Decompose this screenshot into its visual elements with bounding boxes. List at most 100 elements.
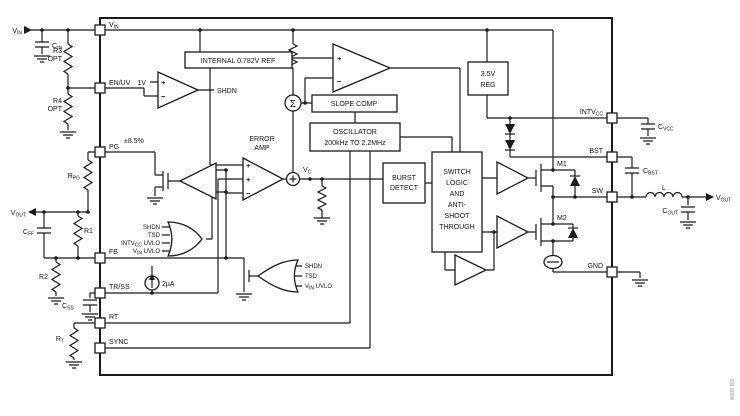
- pin-label-fb: FB: [109, 249, 118, 256]
- sigma-node: [284, 94, 302, 112]
- block-label-reg-2: REG: [480, 82, 495, 89]
- label-m2: M2: [557, 215, 567, 222]
- label-fault2-vin-uvlo: VIN UVLO: [305, 284, 332, 291]
- label-tolerance: ±8.5%: [124, 138, 144, 145]
- label-1v: 1V: [137, 80, 146, 87]
- label-r3: R3: [53, 48, 62, 55]
- label-vout-left: VOUT: [11, 210, 26, 219]
- label-m1: M1: [557, 161, 567, 168]
- pin-label-vin: VIN: [109, 22, 119, 31]
- pin-rt: [94, 317, 106, 329]
- pin-label-sw: SW: [592, 188, 604, 195]
- resistor-r3: [62, 43, 74, 75]
- pin-label-rt: RT: [109, 314, 119, 321]
- label-fault1-shdn: SHDN: [143, 225, 160, 231]
- en-comp-minus: −: [161, 92, 166, 101]
- figure-watermark: 8609 BD: [730, 379, 736, 400]
- label-cff: CFF: [23, 229, 34, 238]
- current-source-2ua: [144, 274, 160, 291]
- label-fault1-intvcc-uvlo: INTVCC UVLO: [121, 241, 160, 248]
- ground-symbols: [34, 55, 696, 369]
- pin-label-gnd: GND: [587, 263, 603, 270]
- block-label-oscillator-2: 200kHz TO 2.2MHz: [324, 140, 386, 147]
- label-cvcc: CVCC: [658, 124, 674, 133]
- resistor-rt: [68, 327, 80, 359]
- block-label-switch-5: SHOOT: [445, 213, 471, 220]
- pin-label-enuv: EN/UV: [109, 80, 131, 87]
- pin-sync: [94, 342, 106, 354]
- pin-bst: [606, 151, 618, 163]
- en-comp-plus: +: [161, 78, 166, 87]
- body-diode-m1: [570, 175, 580, 186]
- label-r4: R4: [53, 98, 62, 105]
- resistor-r1: [72, 215, 84, 247]
- current-sense: [543, 254, 563, 270]
- resistor-rpg: [82, 159, 94, 191]
- pin-vin: [94, 24, 106, 36]
- label-error-amp-2: AMP: [254, 145, 270, 152]
- mosfet-plates: [162, 164, 542, 286]
- resistor-comp: [316, 185, 328, 211]
- label-vin-ext: VIN: [12, 28, 22, 37]
- label-inductor: L: [662, 185, 666, 192]
- block-label-switch-6: THROUGH: [439, 224, 474, 231]
- label-r2: R2: [39, 274, 48, 281]
- pin-label-sync: SYNC: [109, 339, 128, 346]
- label-fault2-tsd: TSD: [305, 274, 318, 280]
- summing-plus-icon: [289, 175, 297, 183]
- pin-label-intvcc: INTVCC: [580, 109, 604, 118]
- block-label-switch-1: SWITCH: [443, 169, 471, 176]
- pin-fb: [94, 252, 106, 264]
- en-comparator: [157, 70, 200, 110]
- error-amp-triangle: [242, 156, 285, 202]
- block-label-switch-3: AND: [450, 191, 465, 198]
- block-label-reg-1: 3.5V: [481, 71, 496, 78]
- or-gate-fault-2: [256, 259, 300, 293]
- label-vc: VC: [303, 167, 312, 176]
- pin-intvcc: [606, 112, 618, 124]
- pin-gnd: [606, 266, 618, 278]
- terminal-arrows: [24, 26, 714, 216]
- pg-comparator: [178, 161, 217, 201]
- block-switch-logic: [431, 151, 483, 253]
- label-shdn: SHDN: [217, 88, 237, 95]
- ea-minus: −: [246, 189, 251, 198]
- pwm-comp-plus: +: [337, 54, 342, 63]
- gate-driver-bottom: [496, 214, 530, 250]
- block-oscillator: [309, 122, 401, 152]
- label-fault1-vin-uvlo: VIN UVLO: [133, 249, 160, 256]
- pin-label-pg: PG: [109, 144, 119, 151]
- resistor-r2: [50, 261, 62, 293]
- block-label-slope-comp: SLOPE COMP: [331, 101, 378, 108]
- pin-label-trss: TR/SS: [109, 284, 130, 291]
- label-vout-right: VOUT: [716, 195, 731, 204]
- vout-left-arrow-icon: [28, 208, 36, 216]
- body-diode-m2: [568, 227, 578, 238]
- pin-sw: [606, 191, 618, 203]
- block-slope-comp: [311, 94, 398, 113]
- pin-pg: [94, 146, 106, 158]
- ea-plus-1: +: [246, 161, 251, 170]
- label-2ua: 2µA: [162, 281, 175, 288]
- label-cbst: CBST: [643, 168, 658, 177]
- label-error-amp-1: ERROR: [249, 136, 274, 143]
- block-label-burst-1: BURST: [392, 175, 416, 182]
- boost-diodes: [505, 124, 515, 151]
- label-rt-resistor: RT: [56, 336, 64, 345]
- label-css: CSS: [62, 303, 74, 312]
- label-fault2-shdn: SHDN: [305, 264, 322, 270]
- resistor-r4: [62, 93, 74, 125]
- block-label-oscillator-1: OSCILLATOR: [333, 129, 377, 136]
- gate-driver-top: [496, 160, 530, 196]
- buffer-triangle: [454, 253, 488, 287]
- pin-trss: [94, 287, 106, 299]
- ea-plus-2: +: [246, 175, 251, 184]
- label-r3-opt: OPT: [48, 56, 63, 63]
- block-label-internal-ref: INTERNAL 0.782V REF: [201, 58, 275, 65]
- block-label-switch-4: ANTI-: [448, 202, 467, 209]
- label-rpg: RPG: [68, 173, 80, 182]
- label-cout: COUT: [662, 208, 678, 217]
- or-gate-fault-1: [166, 221, 203, 257]
- label-fault1-tsd: TSD: [148, 233, 161, 239]
- inductor-coil: [645, 191, 683, 198]
